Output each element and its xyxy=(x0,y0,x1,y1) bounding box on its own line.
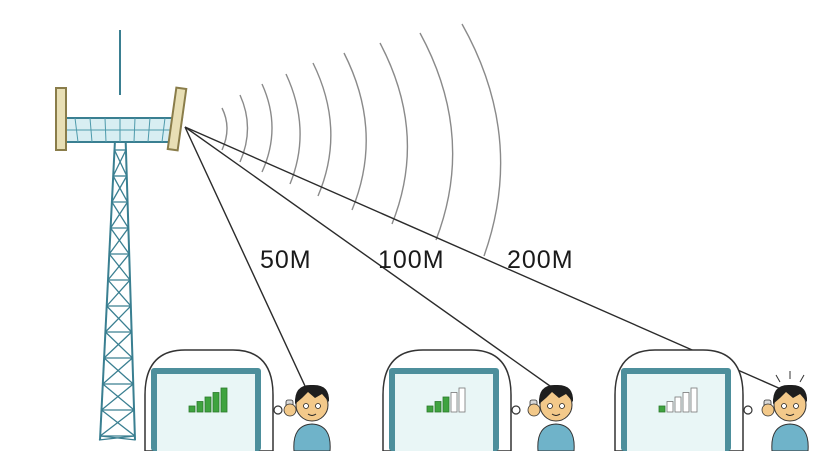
person-icon xyxy=(527,384,575,451)
signal-bars xyxy=(188,387,228,413)
receiver-station-200m xyxy=(614,349,809,451)
signal-bar-inactive xyxy=(666,401,674,413)
bubble-dot xyxy=(743,405,753,415)
distance-label-100m: 100M xyxy=(378,246,445,274)
signal-bar-active xyxy=(204,396,212,413)
receiver-station-100m xyxy=(382,349,575,451)
signal-bar-active xyxy=(426,405,434,413)
person-icon xyxy=(283,384,331,451)
signal-bar-active xyxy=(442,396,450,413)
confusion-marks xyxy=(775,371,805,383)
signal-bars xyxy=(658,387,698,413)
signal-bar-active xyxy=(658,405,666,413)
signal-line-100m xyxy=(184,126,551,387)
cell-tower-icon xyxy=(55,30,188,441)
signal-bar-inactive xyxy=(674,396,682,413)
signal-bar-active xyxy=(196,401,204,413)
receiver-stations xyxy=(144,349,809,451)
distance-label-50m: 50M xyxy=(260,246,312,274)
signal-bar-active xyxy=(212,392,220,413)
distance-label-200m: 200M xyxy=(507,246,574,274)
signal-bar-active xyxy=(188,405,196,413)
signal-lines xyxy=(184,126,791,394)
signal-bar-inactive xyxy=(690,387,698,413)
signal-bars xyxy=(426,387,466,413)
signal-bar-inactive xyxy=(458,387,466,413)
signal-bar-inactive xyxy=(450,392,458,413)
bubble-dot xyxy=(273,405,283,415)
signal-bar-active xyxy=(434,401,442,413)
receiver-station-50m xyxy=(144,349,331,451)
signal-bar-inactive xyxy=(682,392,690,413)
radio-wave-icon xyxy=(221,23,502,257)
person-icon xyxy=(761,371,809,451)
signal-line-200m xyxy=(184,126,791,394)
signal-bar-active xyxy=(220,387,228,413)
signal-line-50m xyxy=(184,126,306,387)
bubble-dot xyxy=(511,405,521,415)
